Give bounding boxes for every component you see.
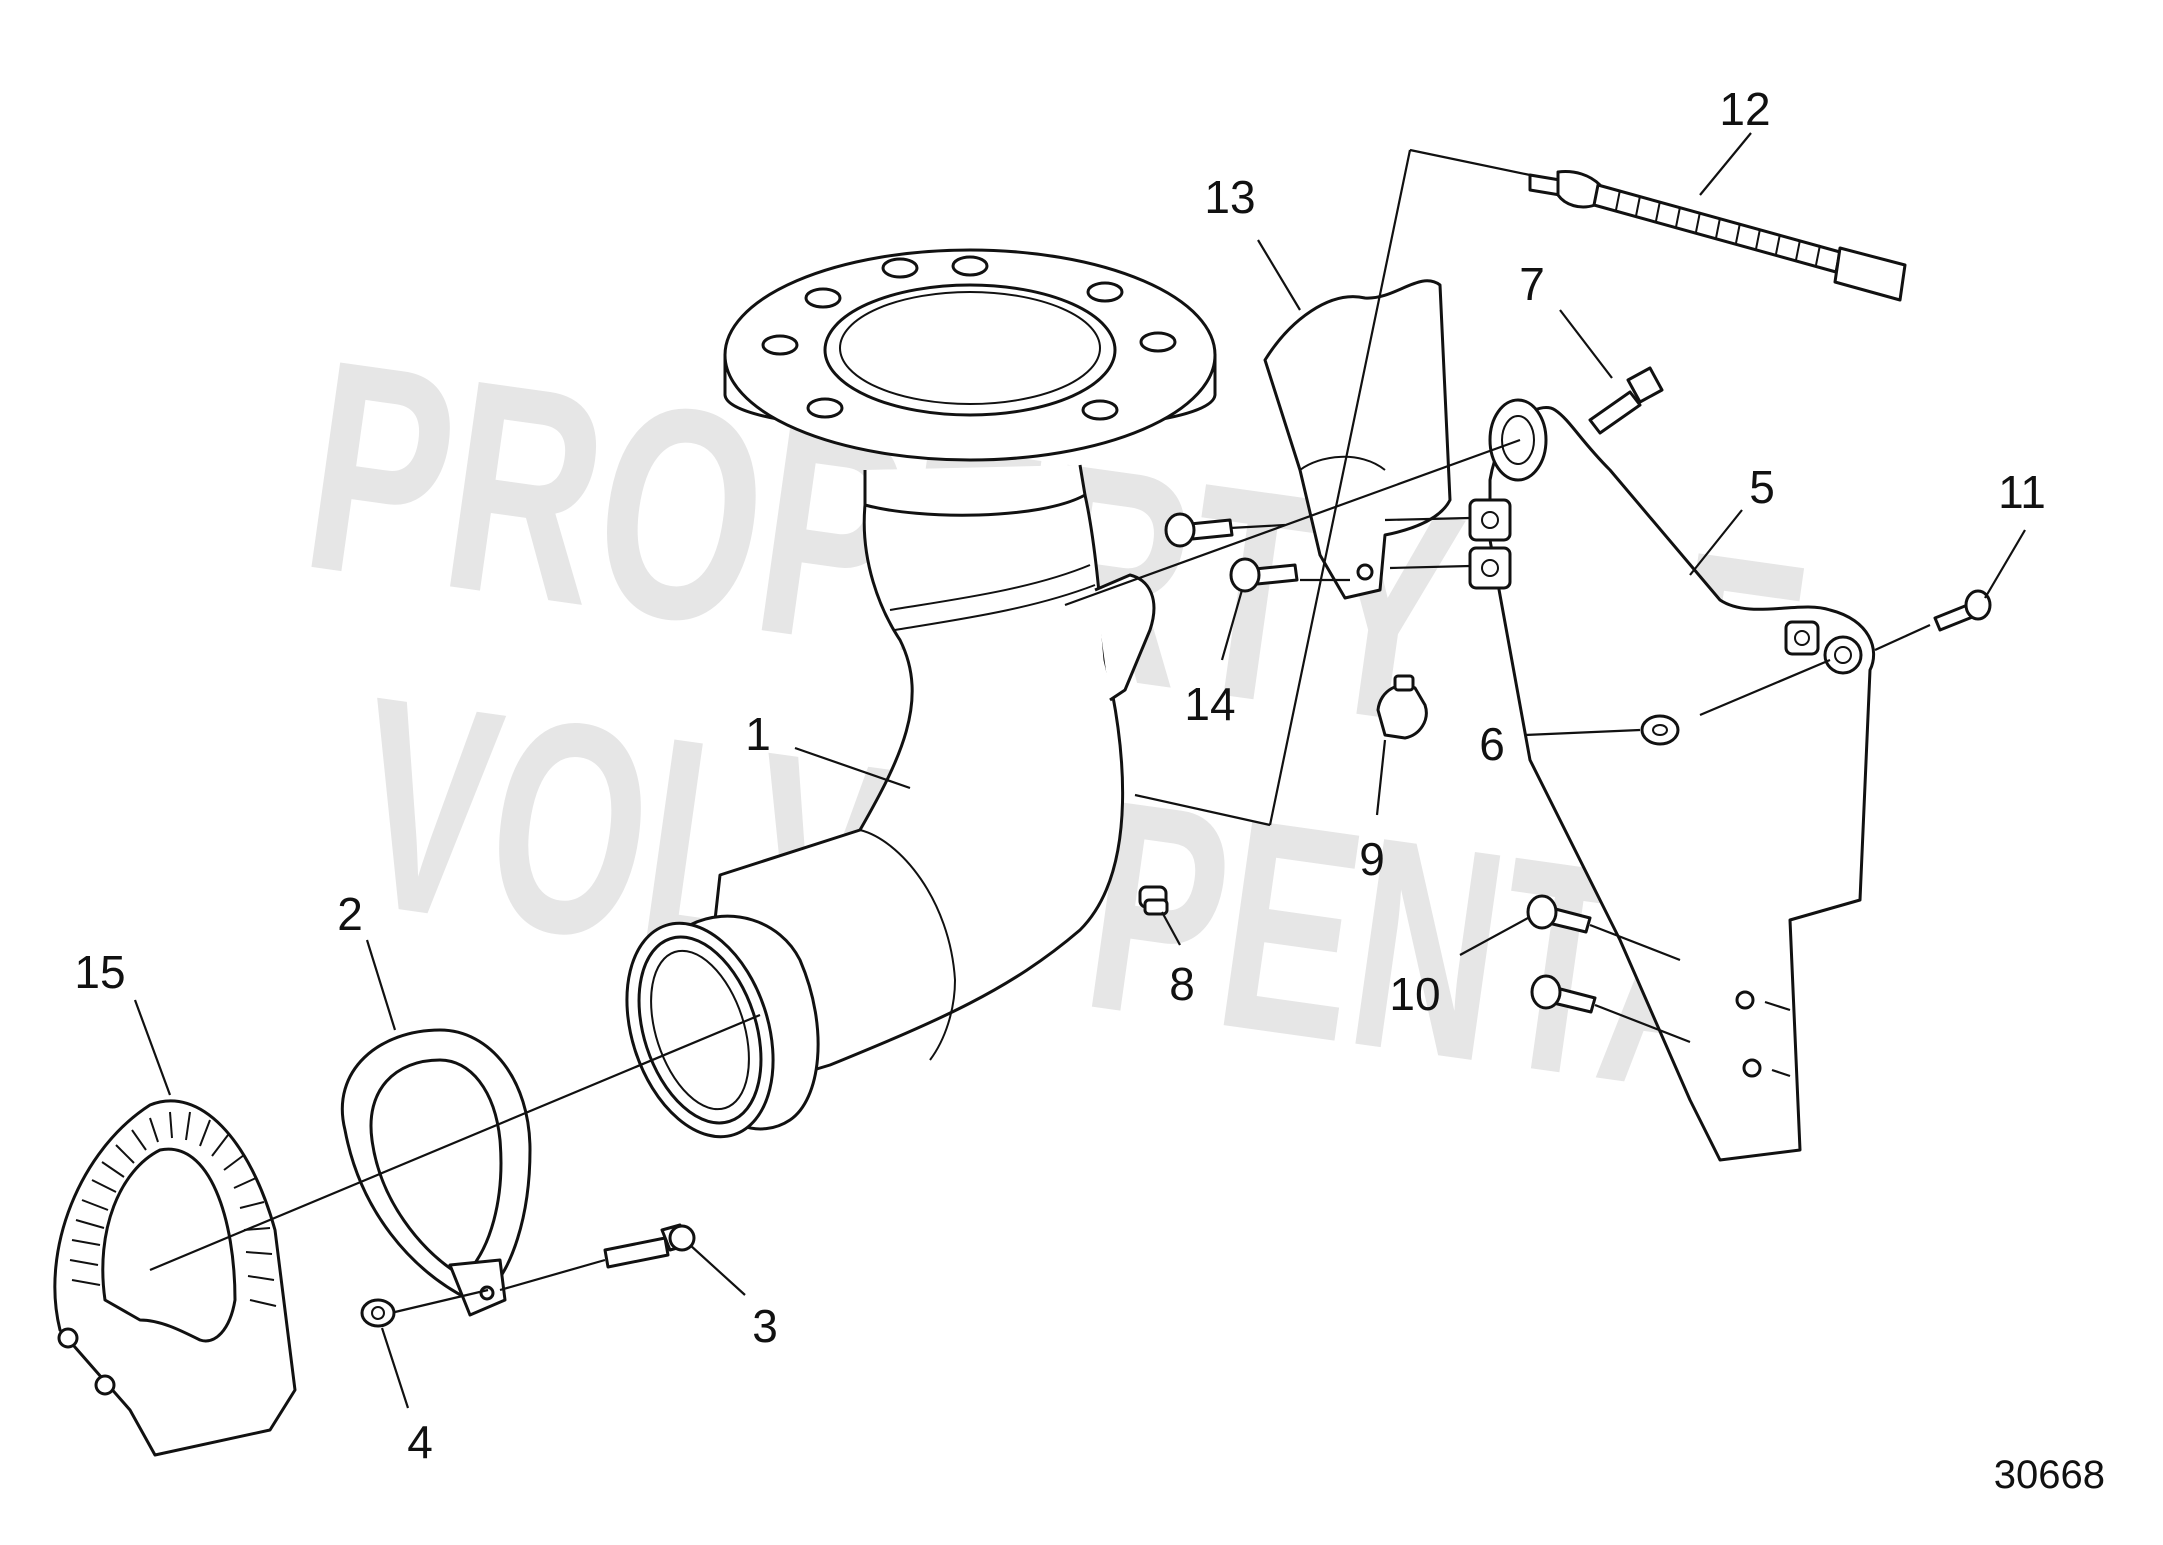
- sensor-cable-part-12: [1528, 170, 1907, 302]
- callout-3: 3: [752, 1300, 778, 1352]
- callout-14: 14: [1184, 678, 1235, 730]
- callout-leaders: [133, 132, 2026, 1409]
- callout-8: 8: [1169, 958, 1195, 1010]
- callout-5: 5: [1749, 461, 1775, 513]
- cable-coil-lines: [1615, 189, 1821, 266]
- clip-part-9: [1376, 674, 1428, 740]
- plug-part-8: [1138, 885, 1169, 916]
- exhaust-elbow-part-1: [625, 248, 1217, 1139]
- heat-shield-part-15: [53, 1099, 297, 1457]
- drawing-number: 30668: [1994, 1453, 2105, 1497]
- bracket-part-5: [1468, 398, 1876, 1162]
- callout-15: 15: [74, 946, 125, 998]
- callout-12: 12: [1719, 83, 1770, 135]
- callout-9: 9: [1359, 833, 1385, 885]
- explosion-lines: [149, 148, 1931, 1314]
- bolts-part-10: [1526, 894, 1597, 1014]
- bolt-part-11: [1933, 589, 1992, 632]
- heat-shield-ribs: [69, 1111, 277, 1307]
- callout-13: 13: [1204, 171, 1255, 223]
- nut-part-4: [360, 1298, 396, 1328]
- callout-10: 10: [1389, 968, 1440, 1020]
- callout-1: 1: [745, 708, 771, 760]
- clamp-band-part-2: [340, 1028, 532, 1317]
- callout-11: 11: [1998, 466, 2046, 518]
- flange-bolt-holes: [761, 255, 1177, 421]
- washer-part-6: [1640, 714, 1680, 746]
- callout-6: 6: [1479, 718, 1505, 770]
- callout-numbers: 1 2 3 4 5 6 7 8 9 10 11 12 13 14 15: [74, 83, 2045, 1468]
- bolt-part-3: [603, 1223, 696, 1269]
- bolt-part-7: [1588, 366, 1664, 435]
- callout-4: 4: [407, 1416, 433, 1468]
- bolts-part-14: [1164, 512, 1299, 593]
- callout-2: 2: [337, 888, 363, 940]
- callout-7: 7: [1519, 258, 1545, 310]
